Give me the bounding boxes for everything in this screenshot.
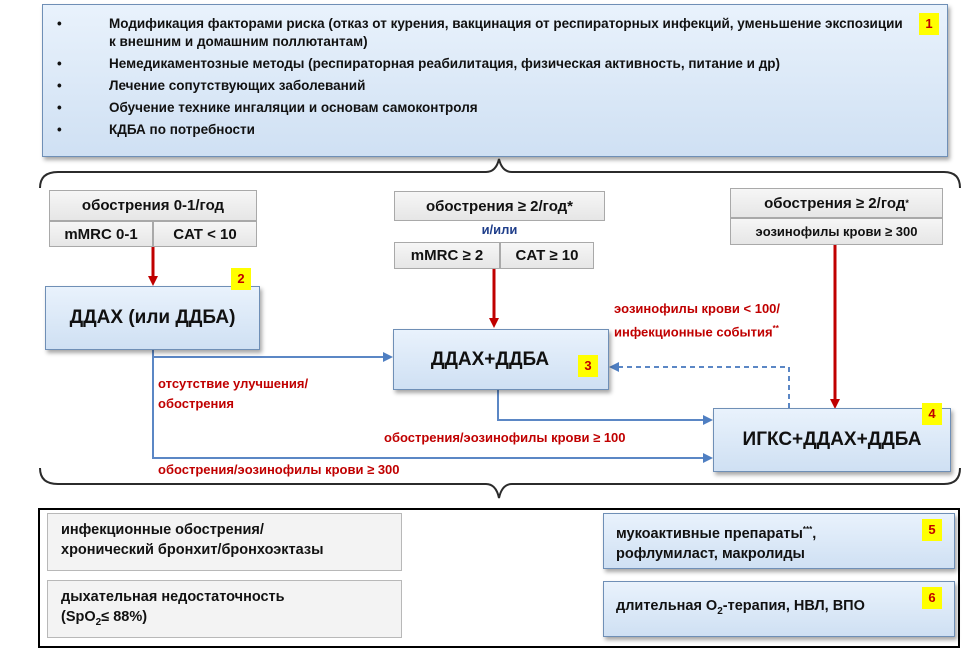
node-lama-laba-label: ДДАХ+ДДБА [430,348,550,370]
upper-brace [39,158,961,189]
node-lama-label: ДДАХ (или ДДБА) [69,307,236,328]
therapy-mucoactive: мукоактивные препараты***, рофлумиласт, … [603,513,955,569]
therapy-oxygen-sub: 2 [717,605,723,617]
condition-infectious: инфекционные обострения/ хронический бро… [47,513,402,571]
criteria-left-cat: CAT < 10 [153,221,257,247]
label-eos-low-line2: инфекционные события [614,324,773,340]
bullet-comorbidities: Лечение сопутствующих заболеваний [43,77,947,95]
condition-resp-failure-sub: 2 [95,616,102,628]
arrow-left-to-middle [152,350,393,362]
badge-5: 5 [922,519,942,541]
badge-1: 1 [919,13,939,35]
general-measures-box: Модификация факторами риска (отказ от ку… [42,4,948,157]
therapy-mucoactive-mark: *** [802,525,813,534]
criteria-right-exacerbations: обострения ≥ 2/год* [730,188,943,218]
node-lama-laba: ДДАХ+ДДБА 3 [393,329,609,390]
condition-resp-failure-line1: дыхательная недостаточность [61,589,285,605]
condition-resp-failure-line2b: ≤ 88%) [101,609,148,625]
therapy-mucoactive-line1: мукоактивные препараты [616,525,803,542]
criteria-middle-connector: и/или [481,222,518,237]
criteria-middle-cat: CAT ≥ 10 [500,242,594,269]
bullet-inhalation-training: Обучение технике ингаляции и основам сам… [43,99,947,117]
arrow-right-back-dashed [609,362,790,408]
node-ics-lama-laba: ИГКС+ДДАХ+ДДБА 4 [713,403,951,472]
label-no-improvement-line2: обострения [158,396,234,411]
label-eos-low-line1: эозинофилы крови < 100/ [614,301,781,316]
condition-resp-failure: дыхательная недостаточность (SpO2≤ 88%) [47,580,402,638]
therapy-oxygen: длительная О2-терапия, НВЛ, ВПО 6 [603,581,955,637]
condition-infectious-line1: инфекционные обострения/ [61,522,264,538]
badge-3: 3 [578,355,598,377]
label-no-improvement-line1: отсутствие улучшения/ [158,376,309,391]
badge-4: 4 [922,403,942,425]
criteria-left-exacerbations: обострения 0-1/год [49,190,257,221]
therapy-oxygen-b: -терапия, НВЛ, ВПО [722,598,865,615]
condition-resp-failure-line2a: (SpO [61,609,96,625]
arrow-middle-to-right [497,390,713,425]
criteria-middle-mmrc: mMRC ≥ 2 [394,242,500,269]
lower-brace [39,467,961,499]
criteria-right-exacerbations-text: обострения ≥ 2/год [764,194,906,212]
criteria-left-mmrc: mMRC 0-1 [49,221,153,247]
label-eos-low-mark: ** [772,324,779,333]
label-eos-low: эозинофилы крови < 100/ инфекционные соб… [614,299,780,342]
criteria-right-eosinophils: эозинофилы крови ≥ 300 [730,218,943,245]
bullet-saba: КДБА по потребности [43,121,947,139]
node-ics-lama-laba-label: ИГКС+ДДАХ+ДДБА [742,429,922,450]
node-lama: ДДАХ (или ДДБА) 2 [45,268,260,350]
therapy-oxygen-a: длительная О [616,598,718,615]
criteria-right-mark: * [905,198,909,208]
bullet-risk-modification: Модификация факторами риска (отказ от ку… [43,15,947,51]
therapy-mucoactive-comma: , [812,525,817,542]
condition-infectious-line2: хронический бронхит/бронхоэктазы [61,542,324,558]
badge-2: 2 [231,268,251,290]
bullet-nonpharm: Немедикаментозные методы (респираторная … [43,55,947,73]
label-exac-eos100: обострения/эозинофилы крови ≥ 100 [384,430,626,445]
label-no-improvement: отсутствие улучшения/ обострения [158,374,308,414]
badge-6: 6 [922,587,942,609]
criteria-middle-exacerbations: обострения ≥ 2/год* [394,191,605,221]
therapy-mucoactive-line2: рофлумиласт, макролиды [616,545,805,562]
arrow-left-to-right [152,357,713,463]
label-exac-eos300: обострения/эозинофилы крови ≥ 300 [158,462,400,477]
